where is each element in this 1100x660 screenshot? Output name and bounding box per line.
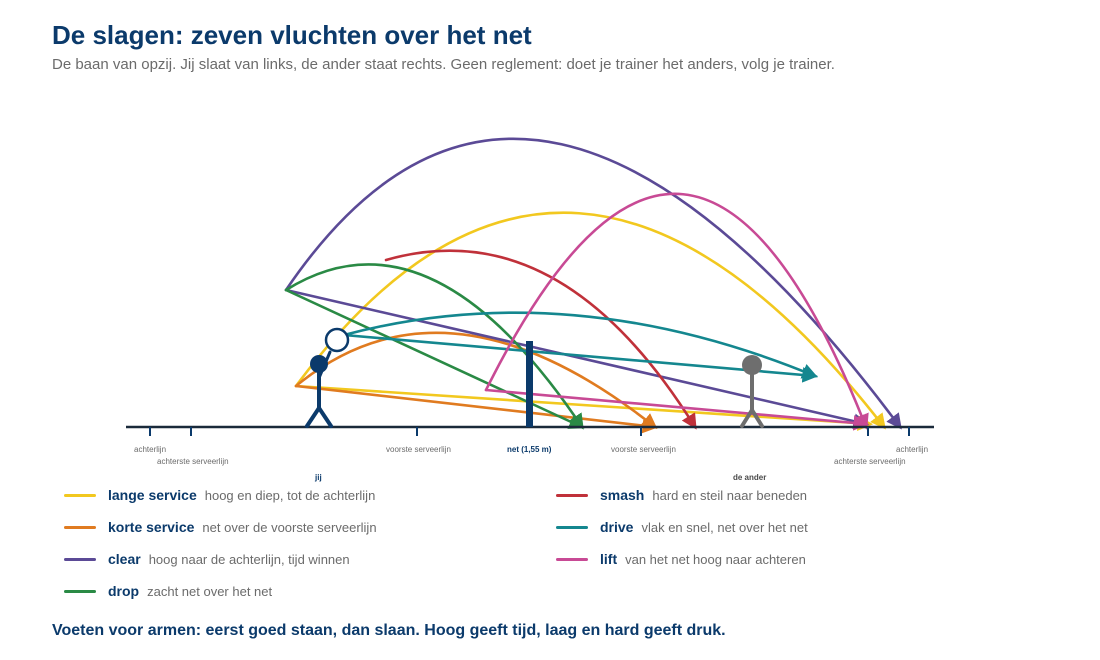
legend-item-lift: lift van het net hoog naar achteren <box>556 548 806 570</box>
legend: lange service hoog en diep, tot de achte… <box>64 484 1044 614</box>
label-net: net (1,55 m) <box>507 445 552 454</box>
player-you-leg-left <box>305 406 321 428</box>
player-other-leg-right <box>750 408 764 428</box>
legend-swatch-smash <box>556 493 588 497</box>
legend-name-lift: lift <box>600 551 618 567</box>
flight-drive-arc <box>342 311 818 379</box>
racket-icon <box>324 327 350 353</box>
player-other-head <box>742 355 762 375</box>
label-back-service-left: achterste serveerlijn <box>157 457 229 466</box>
legend-item-long-serve: lange service hoog en diep, tot de achte… <box>64 484 375 506</box>
label-front-service-right: voorste serveerlijn <box>611 445 676 454</box>
label-player-you: jij <box>314 473 322 482</box>
label-player-other: de ander <box>733 473 766 482</box>
flight-clear-line <box>284 288 870 429</box>
legend-name-drop: drop <box>108 583 140 599</box>
flight-lift-arc <box>484 192 869 430</box>
flight-long-serve-arc <box>294 211 886 430</box>
legend-desc-smash: hard en steil naar beneden <box>652 487 808 503</box>
legend-desc-short-serve: net over de voorste serveerlijn <box>202 519 377 535</box>
footer-tip: Voeten voor armen: eerst goed staan, dan… <box>52 622 726 639</box>
legend-name-short-serve: korte service <box>108 519 195 535</box>
legend-item-short-serve: korte service net over de voorste servee… <box>64 516 377 538</box>
legend-desc-long-serve: hoog en diep, tot de achterlijn <box>204 487 376 503</box>
legend-swatch-drop <box>64 589 96 593</box>
player-you-leg-right <box>317 406 333 428</box>
flight-smash-arc <box>384 249 697 430</box>
page-subtitle: De baan van opzij. Jij slaat van links, … <box>52 56 835 73</box>
flight-clear-arc <box>284 137 902 430</box>
legend-swatch-long-serve <box>64 493 96 497</box>
flight-drive-line <box>342 333 819 383</box>
legend-swatch-drive <box>556 525 588 529</box>
flight-paths <box>284 137 902 434</box>
flight-short-serve-line <box>294 384 659 434</box>
legend-desc-drop: zacht net over het net <box>147 583 273 599</box>
page-title: De slagen: zeven vluchten over het net <box>52 20 532 50</box>
label-back-service-right: achterste serveerlijn <box>834 457 906 466</box>
player-you-arm <box>317 350 332 380</box>
label-back-right: achterlijn <box>896 445 928 454</box>
label-front-service-left: voorste serveerlijn <box>386 445 451 454</box>
flight-long-serve-line <box>294 384 874 431</box>
legend-swatch-lift <box>556 557 588 561</box>
legend-swatch-short-serve <box>64 525 96 529</box>
flight-lift-line <box>484 388 870 431</box>
legend-item-drop: drop zacht net over het net <box>64 580 272 602</box>
player-other-leg-left <box>740 408 754 428</box>
legend-name-drive: drive <box>600 519 634 535</box>
legend-item-clear: clear hoog naar de achterlijn, tijd winn… <box>64 548 350 570</box>
legend-name-clear: clear <box>108 551 141 567</box>
legend-name-smash: smash <box>600 487 645 503</box>
flight-drop-arc <box>284 263 584 430</box>
legend-item-smash: smash hard en steil naar beneden <box>556 484 807 506</box>
legend-desc-clear: hoog naar de achterlijn, tijd winnen <box>148 551 350 567</box>
flight-drop-line <box>284 288 585 429</box>
player-other-figure <box>740 355 764 428</box>
label-back-left: achterlijn <box>134 445 166 454</box>
legend-desc-drive: vlak en snel, net over het net <box>641 519 808 535</box>
court-ticks <box>149 427 910 436</box>
legend-desc-lift: van het net hoog naar achteren <box>625 551 806 567</box>
flight-short-serve-arc <box>294 331 658 429</box>
legend-name-long-serve: lange service <box>108 487 197 503</box>
legend-item-drive: drive vlak en snel, net over het net <box>556 516 808 538</box>
player-you-figure <box>305 327 350 428</box>
legend-swatch-clear <box>64 557 96 561</box>
net-post <box>526 341 533 427</box>
court-labels: achterlijn achterste serveerlijn voorste… <box>134 445 928 482</box>
